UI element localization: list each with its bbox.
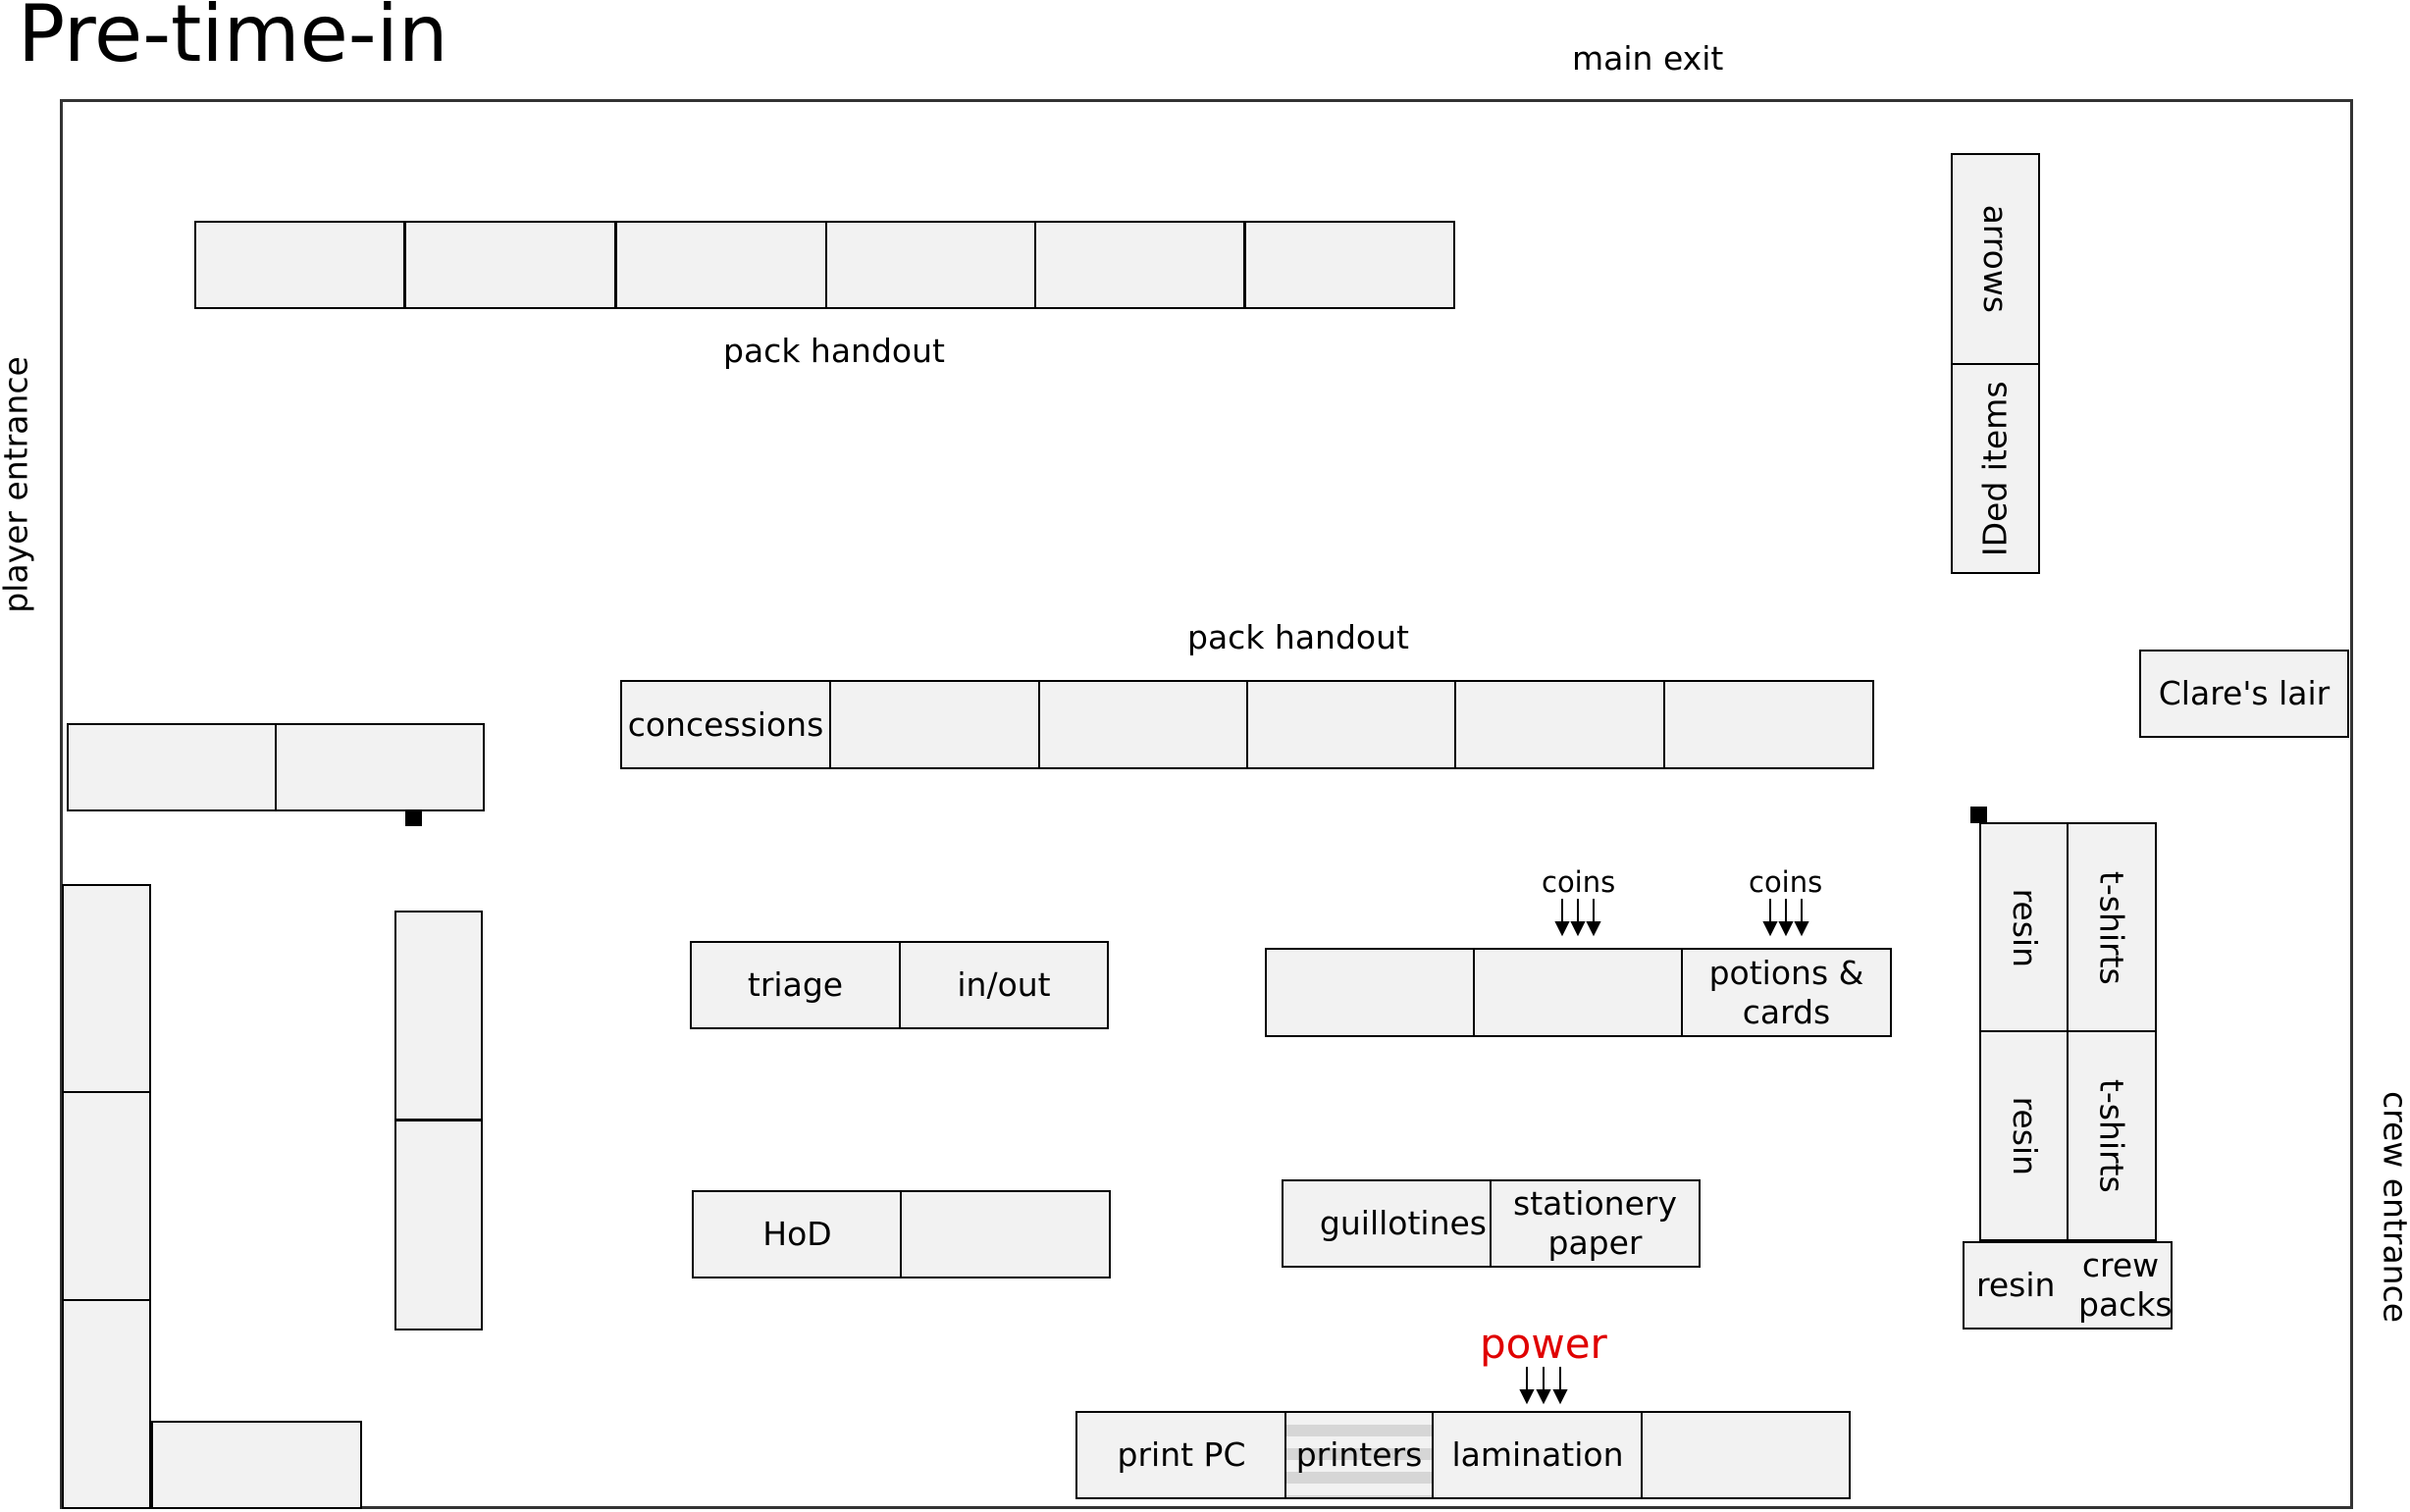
table-resin: resin <box>1979 822 2069 1033</box>
table-bottom-empty <box>1641 1411 1851 1499</box>
table-inner-left <box>394 1119 483 1330</box>
player-entrance-label: player entrance <box>0 356 35 613</box>
clares-lair-label: Clare's lair <box>2158 674 2331 713</box>
coins-label: coins <box>1749 865 1823 899</box>
in-out-label: in/out <box>957 965 1051 1005</box>
potions-cards-label: potions & cards <box>1708 953 1864 1031</box>
table-hod: HoD <box>692 1190 903 1278</box>
hall-outline <box>60 99 2353 1509</box>
main-exit-label: main exit <box>1572 39 1724 78</box>
stationery-paper-label: stationery paper <box>1513 1184 1677 1262</box>
table-left <box>67 723 278 811</box>
table-pack-handout-mid <box>829 680 1040 769</box>
table-pack-handout-top <box>403 221 616 309</box>
table-inner-left <box>394 911 483 1121</box>
table-left-wall <box>62 1299 151 1509</box>
table-pack-handout-top <box>825 221 1036 309</box>
post-marker <box>405 809 422 826</box>
hod-label: HoD <box>762 1215 832 1254</box>
table-resin: resin <box>1979 1030 2069 1241</box>
pack-handout-top-label: pack handout <box>723 332 945 370</box>
printers-label: printers <box>1295 1435 1423 1475</box>
table-left <box>275 723 485 811</box>
crew-entrance-label: crew entrance <box>2376 1090 2410 1324</box>
guillotines-label: guillotines <box>1319 1204 1487 1243</box>
table-pack-handout-top <box>194 221 405 309</box>
table-pack-handout-mid <box>1038 680 1249 769</box>
coins-arrows-icon <box>1762 899 1809 937</box>
arrows-label: arrows <box>1976 204 2016 314</box>
table-bottom-left <box>151 1421 362 1509</box>
table-pack-handout-mid <box>1454 680 1666 769</box>
table-concessions: concessions <box>620 680 831 769</box>
coins-label: coins <box>1542 865 1616 899</box>
table-potions-row <box>1265 948 1476 1037</box>
table-left-wall <box>62 884 151 1094</box>
table-left-wall <box>62 1091 151 1301</box>
ided-items-label: IDed items <box>1975 381 2015 556</box>
concessions-label: concessions <box>627 704 824 744</box>
table-potions-cards: potions & cards <box>1681 948 1892 1037</box>
table-hod-side <box>900 1190 1111 1278</box>
table-triage: triage <box>690 941 901 1029</box>
table-ided-items: IDed items <box>1951 363 2040 574</box>
table-printers: printers <box>1284 1411 1434 1499</box>
resin-label: resin <box>1976 1266 2056 1305</box>
table-resin-crew-packs: resin crew packs <box>1963 1241 2173 1330</box>
table-stationery-paper: stationery paper <box>1490 1179 1701 1268</box>
table-arrows: arrows <box>1951 153 2040 365</box>
resin-label: resin <box>2005 888 2044 967</box>
post-marker <box>1970 807 1987 823</box>
pack-handout-mid-label: pack handout <box>1187 618 1409 656</box>
lamination-label: lamination <box>1451 1435 1624 1475</box>
table-clares-lair: Clare's lair <box>2139 650 2349 738</box>
table-tshirts: t-shirts <box>2067 1030 2157 1241</box>
triage-label: triage <box>747 965 844 1005</box>
table-pack-handout-top <box>1034 221 1246 309</box>
print-pc-label: print PC <box>1117 1435 1246 1475</box>
table-lamination: lamination <box>1432 1411 1644 1499</box>
table-potions-row <box>1473 948 1684 1037</box>
tshirts-label: t-shirts <box>2092 870 2131 985</box>
table-tshirts: t-shirts <box>2067 822 2157 1033</box>
power-arrows-icon <box>1519 1367 1568 1405</box>
crew-packs-label: crew packs <box>2078 1246 2173 1324</box>
table-pack-handout-mid <box>1663 680 1874 769</box>
table-pack-handout-top <box>614 221 827 309</box>
table-pack-handout-mid <box>1246 680 1457 769</box>
table-guillotines: guillotines <box>1282 1179 1493 1268</box>
power-label: power <box>1480 1320 1607 1368</box>
coins-arrows-icon <box>1554 899 1601 937</box>
table-print-pc: print PC <box>1075 1411 1287 1499</box>
table-in-out: in/out <box>899 941 1109 1029</box>
table-pack-handout-top <box>1243 221 1455 309</box>
tshirts-label: t-shirts <box>2092 1078 2131 1193</box>
page-title: Pre-time-in <box>18 0 448 79</box>
resin-label: resin <box>2005 1096 2044 1175</box>
